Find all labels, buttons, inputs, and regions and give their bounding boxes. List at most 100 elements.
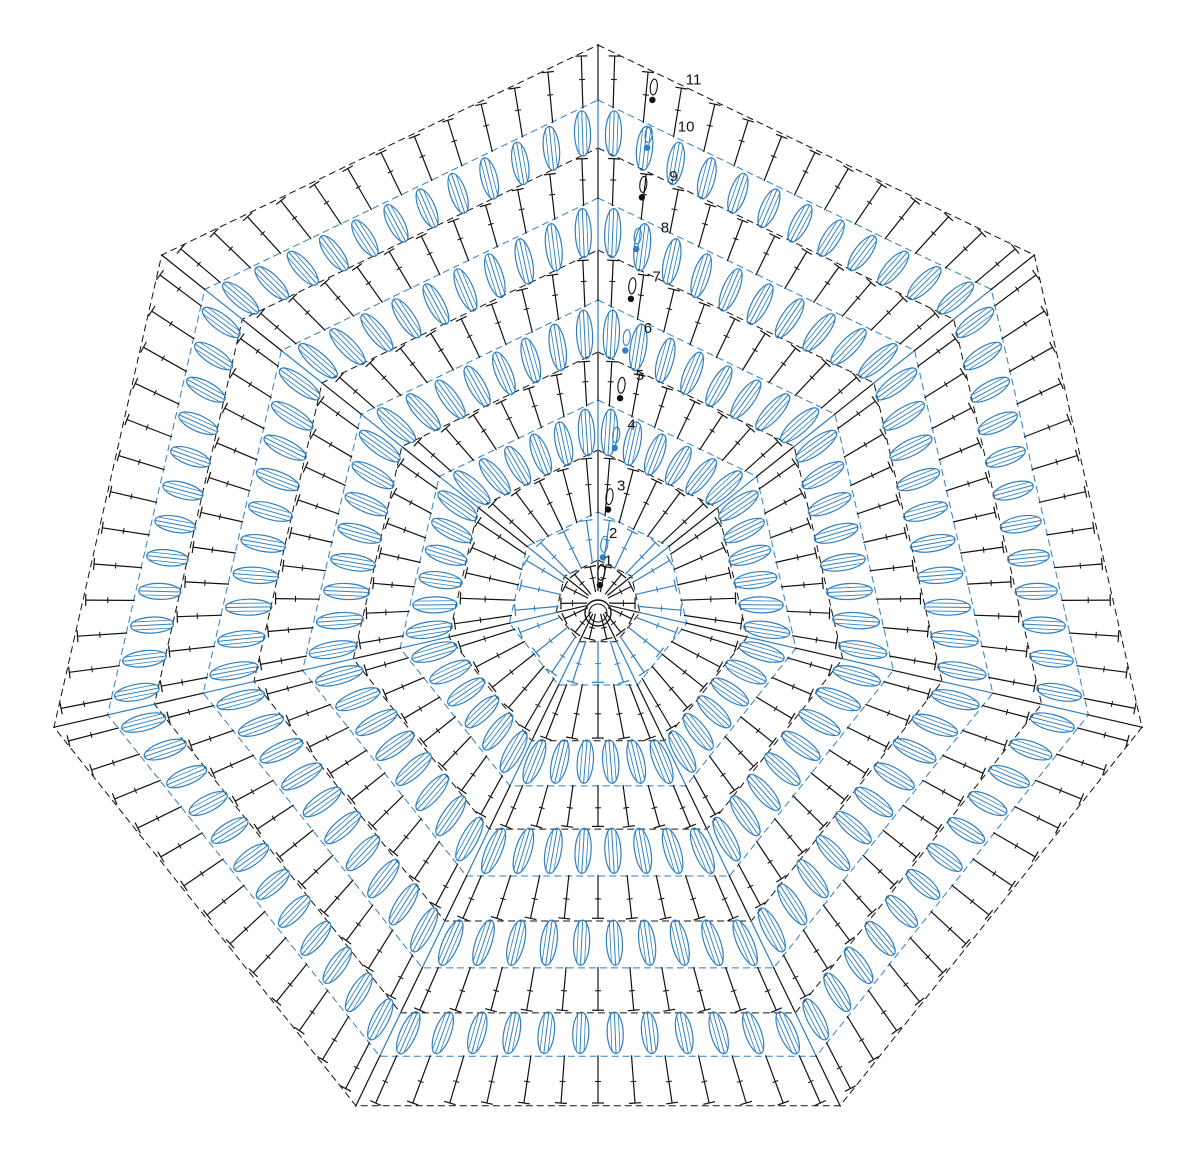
double-crochet-stitch	[824, 166, 853, 210]
cluster-stitch	[694, 156, 720, 201]
double-crochet-stitch	[303, 462, 346, 486]
cluster-stitch	[333, 683, 383, 715]
cluster-stitch	[636, 919, 658, 966]
cluster-stitch	[459, 363, 495, 410]
double-crochet-stitch	[386, 955, 413, 1000]
fan-increase	[795, 1012, 817, 1057]
double-crochet-stitch	[396, 345, 428, 384]
double-crochet-stitch	[863, 527, 907, 543]
fan-increase	[992, 693, 1043, 705]
double-crochet-stitch	[1046, 522, 1094, 535]
double-crochet-stitch	[734, 119, 754, 167]
double-crochet-stitch	[863, 855, 899, 889]
cluster-stitch	[547, 738, 573, 785]
double-crochet-stitch	[456, 316, 480, 358]
fan-increase	[401, 446, 440, 477]
cluster-stitch	[1007, 548, 1050, 568]
cluster-stitch	[870, 758, 917, 795]
double-crochet-stitch	[865, 704, 910, 726]
double-crochet-stitch	[289, 527, 333, 543]
cluster-stitch	[952, 302, 998, 342]
double-crochet-stitch	[648, 785, 665, 828]
double-crochet-stitch	[885, 197, 920, 239]
double-crochet-stitch	[1017, 378, 1064, 404]
cluster-stitch	[355, 425, 404, 467]
double-crochet-stitch	[716, 316, 740, 358]
double-crochet-stitch	[781, 577, 823, 589]
double-crochet-stitch	[515, 604, 559, 616]
cluster-stitch	[418, 569, 463, 591]
cluster-stitch	[930, 629, 979, 650]
cluster-stitch	[902, 498, 950, 526]
cluster-stitch	[573, 920, 591, 966]
cluster-stitch	[967, 372, 1012, 407]
double-crochet-stitch	[540, 684, 567, 740]
double-crochet-stitch	[756, 234, 780, 276]
double-crochet-stitch	[792, 636, 837, 649]
cluster-stitch	[799, 457, 848, 494]
double-crochet-stitch	[821, 373, 860, 409]
cluster-stitch	[509, 141, 532, 186]
cluster-stitch	[576, 739, 595, 784]
round-start-5	[617, 377, 626, 401]
double-crochet-stitch	[295, 990, 329, 1034]
double-crochet-stitch	[606, 361, 618, 406]
double-crochet-stitch	[441, 424, 474, 460]
double-crochet-stitch	[608, 159, 620, 206]
double-crochet-stitch	[661, 654, 707, 692]
double-crochet-stitch	[542, 72, 554, 123]
double-crochet-stitch	[60, 698, 112, 714]
double-crochet-stitch	[1069, 630, 1119, 642]
double-crochet-stitch	[475, 517, 526, 554]
double-crochet-stitch	[489, 654, 535, 692]
cluster-stitch	[449, 266, 481, 314]
double-crochet-stitch	[876, 593, 920, 605]
double-crochet-stitch	[855, 181, 887, 224]
fan-increase	[204, 289, 243, 320]
cluster-stitch	[342, 488, 390, 521]
double-crochet-stitch	[465, 567, 519, 585]
cluster-stitch	[198, 302, 244, 342]
cluster-stitch	[423, 541, 469, 569]
double-crochet-stitch	[210, 229, 251, 269]
double-crochet-stitch	[509, 87, 523, 137]
double-crochet-stitch	[544, 174, 556, 220]
double-crochet-stitch	[516, 288, 532, 332]
double-crochet-stitch	[1056, 754, 1106, 776]
double-crochet-stitch	[189, 730, 234, 751]
double-crochet-stitch	[561, 785, 573, 827]
double-crochet-stitch	[1009, 342, 1055, 372]
double-crochet-stitch	[531, 785, 548, 828]
cluster-stitch	[572, 1012, 590, 1054]
double-crochet-stitch	[342, 905, 374, 944]
double-crochet-stitch	[629, 1055, 641, 1103]
cluster-stitch	[347, 216, 383, 260]
double-crochet-stitch	[775, 547, 817, 562]
double-crochet-stitch	[799, 1055, 826, 1105]
double-crochet-stitch	[135, 806, 182, 833]
round-label-3: 3	[617, 478, 625, 495]
double-crochet-stitch	[774, 818, 807, 856]
double-crochet-stitch	[793, 795, 828, 830]
double-crochet-stitch	[715, 875, 739, 921]
double-crochet-stitch	[727, 219, 748, 262]
double-crochet-stitch	[975, 244, 1019, 282]
double-crochet-stitch	[684, 615, 742, 629]
double-crochet-stitch	[628, 627, 664, 658]
cluster-stitch	[727, 541, 773, 569]
cluster-stitch	[887, 430, 936, 465]
double-crochet-stitch	[756, 841, 786, 882]
double-crochet-stitch	[592, 641, 604, 683]
double-crochet-stitch	[230, 368, 272, 398]
double-crochet-stitch	[699, 204, 717, 248]
double-crochet-stitch	[480, 204, 498, 248]
double-crochet-stitch	[1002, 306, 1048, 339]
double-crochet-stitch	[109, 486, 157, 503]
double-crochet-stitch	[558, 529, 581, 569]
fan-increase	[756, 446, 795, 477]
fan-increase	[773, 967, 796, 1014]
double-crochet-stitch	[726, 967, 747, 1012]
double-crochet-stitch	[86, 594, 135, 606]
double-crochet-stitch	[511, 489, 549, 537]
double-crochet-stitch	[562, 581, 588, 598]
